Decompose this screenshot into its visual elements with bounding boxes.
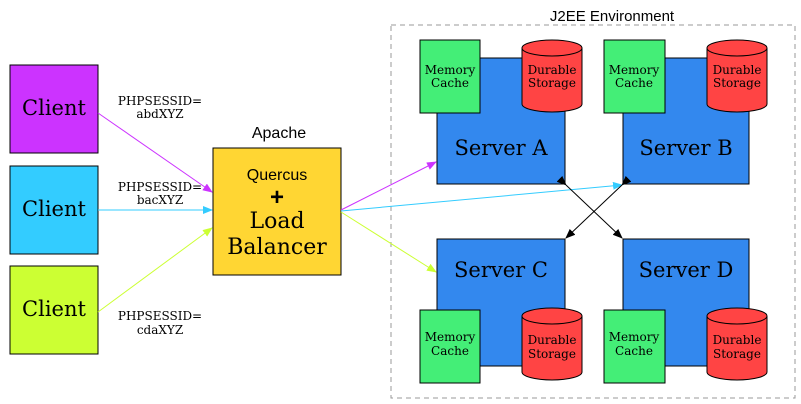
session-label-2-key: PHPSESSID= [118, 180, 202, 194]
session-label-3-value: cdaXYZ [137, 323, 183, 337]
client-3-label: Client [22, 297, 86, 321]
server-b-label: Server B [639, 136, 732, 160]
server-c-cache-line2: Cache [431, 344, 469, 358]
server-d-cache-line1: Memory [609, 330, 660, 344]
apache-title: Apache [252, 125, 306, 142]
server-c-cache-line1: Memory [425, 330, 476, 344]
client-1-label: Client [22, 96, 86, 120]
j2ee-environment-title: J2EE Environment [550, 8, 675, 25]
server-d-storage-line2: Storage [713, 347, 761, 361]
server-c-storage-line1: Durable [528, 333, 577, 347]
client-1: Client [9, 64, 99, 154]
server-a-cache-line1: Memory [425, 63, 476, 77]
server-a: Server A Memory Cache Durable Storage [419, 39, 583, 185]
server-b-storage-line2: Storage [713, 76, 761, 90]
server-c-durable-storage [521, 307, 583, 381]
arrow-client1-to-apache [97, 112, 213, 193]
apache-line-load: Load [249, 209, 304, 234]
server-b-storage-line1: Durable [713, 63, 762, 77]
session-label-1-value: abdXYZ [136, 107, 183, 121]
server-a-cache-line2: Cache [431, 76, 469, 90]
server-d-storage-line1: Durable [713, 333, 762, 347]
server-d-memory-cache [603, 309, 666, 384]
client-2-label: Client [22, 197, 86, 221]
apache-load-balancer: Quercus + Load Balancer [212, 147, 342, 276]
session-label-2-value: bacXYZ [137, 193, 183, 207]
client-3: Client [9, 265, 99, 355]
server-a-durable-storage [521, 39, 583, 113]
session-label-1-key: PHPSESSID= [118, 94, 202, 108]
server-b: Server B Memory Cache Durable Storage [603, 39, 768, 185]
server-b-cache-line1: Memory [609, 63, 660, 77]
server-d-label: Server D [639, 258, 734, 282]
apache-line-quercus: Quercus [247, 167, 307, 184]
arrow-client3-to-apache [97, 227, 213, 313]
server-b-durable-storage [706, 39, 768, 113]
server-a-label: Server A [454, 136, 548, 160]
server-a-storage-line2: Storage [528, 76, 576, 90]
server-a-storage-line1: Durable [528, 63, 577, 77]
server-c-label: Server C [454, 258, 548, 282]
server-d-cache-line2: Cache [615, 344, 653, 358]
server-d: Server D Memory Cache Durable Storage [603, 238, 768, 384]
server-b-memory-cache [603, 39, 666, 114]
apache-line-balancer: Balancer [227, 235, 327, 260]
server-c-storage-line2: Storage [528, 347, 576, 361]
server-c: Server C Memory Cache Durable Storage [419, 238, 583, 384]
server-d-durable-storage [706, 307, 768, 381]
arrow-apache-to-server-a [340, 161, 437, 211]
j2ee-environment-boundary [390, 24, 796, 399]
arrow-apache-to-server-c [340, 211, 437, 273]
server-c-memory-cache [419, 309, 481, 384]
server-b-cache-line2: Cache [615, 76, 653, 90]
apache-plus: + [270, 184, 284, 211]
arrow-server-b-to-server-c [565, 175, 632, 239]
client-2: Client [9, 165, 99, 255]
server-a-memory-cache [419, 39, 481, 114]
session-label-3-key: PHPSESSID= [118, 309, 202, 323]
